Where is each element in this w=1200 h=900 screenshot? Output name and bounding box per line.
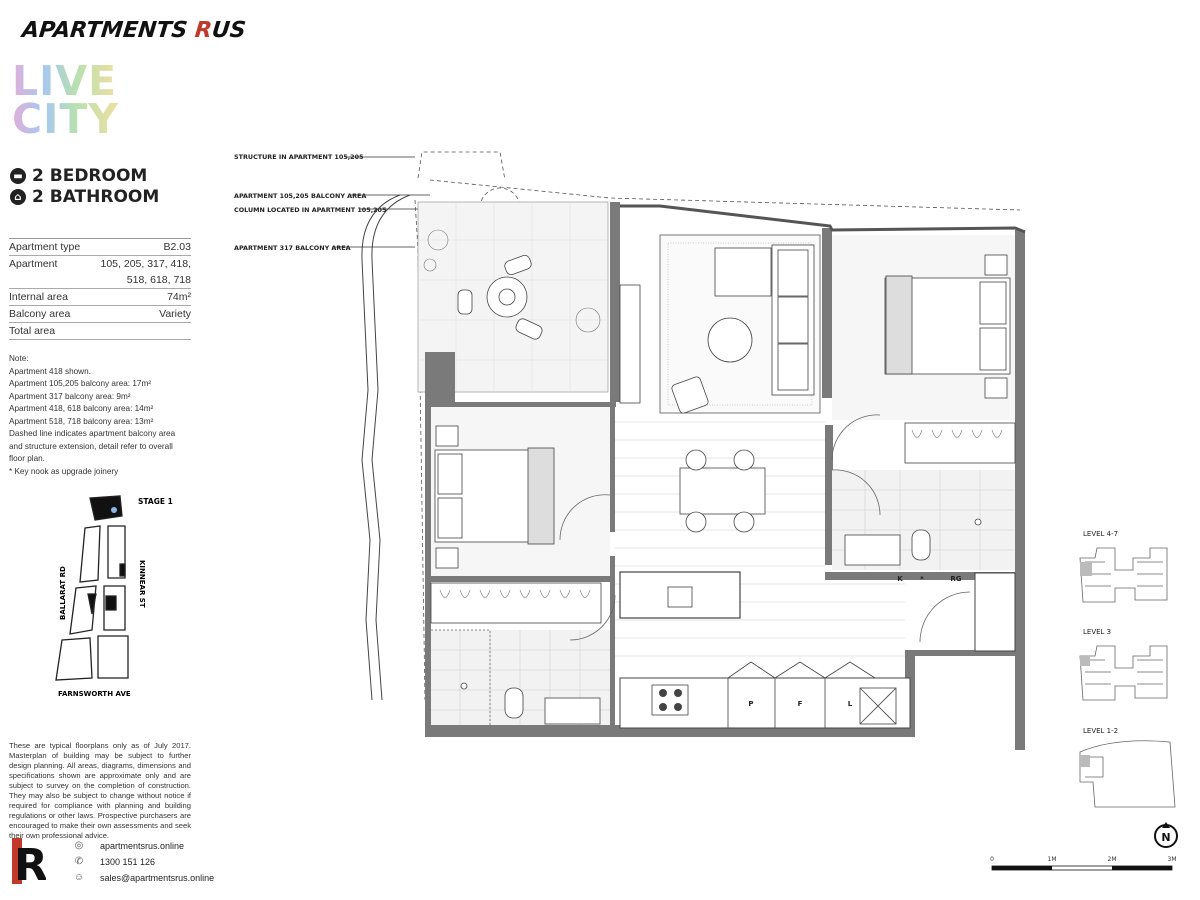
level-3-label: LEVEL 3 xyxy=(1083,628,1112,636)
email-link[interactable]: sales@apartmentsrus.online xyxy=(100,873,215,883)
info-value: 518, 618, 718 xyxy=(126,274,191,286)
site-block-4 xyxy=(103,585,126,631)
info-row: Internal area 74m² xyxy=(9,289,191,306)
brand-name-part2: US xyxy=(210,18,247,43)
street-south-label: FARNSWORTH AVE xyxy=(58,690,131,698)
contact-block: ◎ apartmentsrus.online ✆ 1300 151 126 ☺ sal… xyxy=(72,838,214,886)
floor-plan: STRUCTURE IN APARTMENT 105,205 APARTMENT… xyxy=(234,151,1026,750)
user-email-icon: ☺ xyxy=(73,872,85,883)
site-block-6 xyxy=(97,635,129,679)
bathroom-label: 2 BATHROOM xyxy=(32,187,160,207)
footer-logo-letter: R xyxy=(14,840,46,884)
level-3-plan xyxy=(1079,645,1168,701)
street-east-label: KINNEAR ST xyxy=(138,560,146,608)
info-value: 74m² xyxy=(167,291,191,303)
note-line: and structure extension, detail refer to… xyxy=(9,441,173,451)
stage-1-block xyxy=(89,495,123,521)
phone-link[interactable]: 1300 151 126 xyxy=(100,857,156,867)
bedroom-label: 2 BEDROOM xyxy=(32,166,148,186)
live-city-line2: CITY xyxy=(12,95,120,143)
note-line: floor plan. xyxy=(9,454,45,463)
joinery-fridge: F xyxy=(798,700,803,708)
info-value: 105, 205, 317, 418, xyxy=(100,258,192,270)
info-row: 518, 618, 718 xyxy=(9,272,191,289)
site-block-fill-3 xyxy=(119,563,126,577)
brand-name-part1: APARTMENTS xyxy=(20,18,197,43)
info-row: Apartment 105, 205, 317, 418, xyxy=(9,256,191,273)
info-label: Apartment xyxy=(9,258,58,270)
info-row: Balcony area Variety xyxy=(9,306,191,323)
stage-label: STAGE 1 xyxy=(138,497,173,506)
site-block-5 xyxy=(55,637,93,681)
key-nook-label: K xyxy=(897,575,903,583)
site-block-2 xyxy=(107,525,126,579)
footer-logo: R xyxy=(12,838,48,891)
north-arrow: N xyxy=(1154,822,1178,848)
notes: Note: Apartment 418 shown. Apartment 105,2… xyxy=(9,353,194,478)
note-line: Apartment 418 shown. xyxy=(9,366,91,376)
joinery-pantry: P xyxy=(748,700,753,708)
scale-tick-2: 2M xyxy=(1108,856,1117,863)
site-map: STAGE 1 BALLARAT RD KINNEAR ST FARNSWORT… xyxy=(55,495,173,698)
key-rg-label: RG xyxy=(950,575,961,583)
info-label: Balcony area xyxy=(9,308,71,320)
joinery-laundry: L xyxy=(848,700,853,708)
level-1-2-label: LEVEL 1-2 xyxy=(1083,727,1119,735)
info-row: Apartment type B2.03 xyxy=(9,239,191,256)
level-1-2-plan xyxy=(1079,740,1176,808)
callout-column: COLUMN LOCATED IN APARTMENT 105,205 xyxy=(234,206,386,214)
phone-icon: ✆ xyxy=(74,856,84,867)
info-label: Apartment type xyxy=(9,241,81,253)
scale-tick-1: 1M xyxy=(1048,856,1057,863)
callout-balcony-317: APARTMENT 317 BALCONY AREA xyxy=(234,244,351,252)
scale-tick-3: 3M xyxy=(1168,856,1177,863)
site-block-fill-1 xyxy=(87,593,97,615)
info-value: Variety xyxy=(159,308,191,320)
website-link[interactable]: apartmentsrus.online xyxy=(100,841,185,851)
live-city-logo: LIVE CITY xyxy=(12,57,120,143)
shower-icon: ⌂ xyxy=(10,189,26,205)
callout-structure: STRUCTURE IN APARTMENT 105,205 xyxy=(234,153,364,161)
site-block-3 xyxy=(69,585,97,635)
brand-logo: APARTMENTS RUS xyxy=(21,18,247,43)
scale-tick-0: 0 xyxy=(990,856,994,863)
bathroom-spec: ⌂ 2 BATHROOM xyxy=(10,187,159,207)
scale-bar: 0 1M 2M 3M xyxy=(990,856,1177,871)
bedroom-spec: ▬ 2 BEDROOM xyxy=(10,166,159,186)
north-label: N xyxy=(1161,831,1170,844)
level-4-7-plan xyxy=(1079,547,1168,603)
site-block-1 xyxy=(79,525,101,583)
apartment-specs: ▬ 2 BEDROOM ⌂ 2 BATHROOM xyxy=(10,166,159,207)
globe-icon: ◎ xyxy=(74,840,84,851)
callout-balcony-105: APARTMENT 105,205 BALCONY AREA xyxy=(234,192,366,200)
info-row: Total area xyxy=(9,323,191,340)
note-line: Apartment 317 balcony area: 9m² xyxy=(9,391,131,401)
site-block-fill-2 xyxy=(105,595,117,611)
note-line: Apartment 418, 618 balcony area: 14m² xyxy=(9,404,154,413)
street-west-label: BALLARAT RD xyxy=(59,566,67,620)
note-line: Apartment 518, 718 balcony area: 13m² xyxy=(9,416,154,426)
info-value: B2.03 xyxy=(163,241,191,253)
info-label xyxy=(9,272,89,289)
note-line: Apartment 105,205 balcony area: 17m² xyxy=(9,379,152,388)
level-4-7-label: LEVEL 4-7 xyxy=(1083,530,1119,538)
bed-icon: ▬ xyxy=(10,168,26,184)
note-line: * Key nook as upgrade joinery xyxy=(9,466,119,476)
disclaimer-text: These are typical floorplans only as of … xyxy=(9,741,191,840)
key-star-label: * xyxy=(920,575,924,583)
info-value xyxy=(89,323,191,340)
note-line: Note: xyxy=(9,354,29,363)
live-city-line1: LIVE xyxy=(12,57,118,105)
info-label: Total area xyxy=(9,325,56,337)
note-line: Dashed line indicates apartment balcony … xyxy=(9,429,176,438)
info-label: Internal area xyxy=(9,291,68,303)
